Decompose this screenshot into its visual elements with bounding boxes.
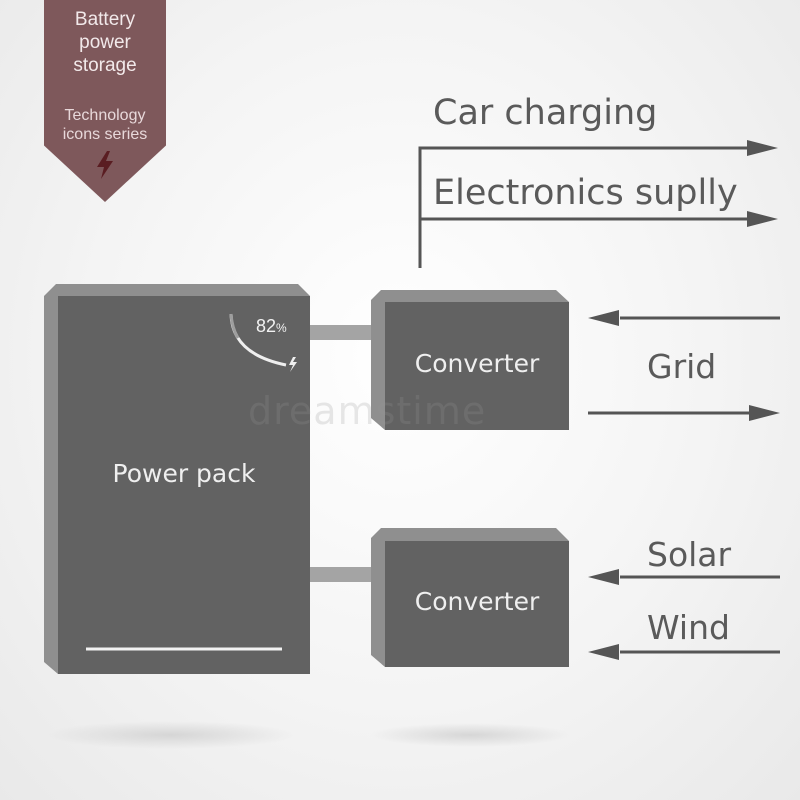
car-charging-label: Car charging [433, 93, 658, 133]
arrow-solar [588, 569, 619, 585]
grid-label: Grid [647, 347, 717, 386]
lightning-bolt-icon [97, 151, 113, 179]
arrow-wind [588, 644, 619, 660]
output-lines [418, 146, 750, 268]
converter-box-bottom [371, 528, 569, 667]
charge-percentage: 82% [256, 316, 287, 337]
badge-title: Battery power storage [73, 9, 137, 76]
charge-unit: % [276, 321, 287, 335]
arrow-car-charging [747, 140, 778, 156]
converter-bottom-label: Converter [414, 587, 540, 616]
connector-top [310, 325, 378, 340]
watermark: dreamstime [248, 389, 487, 433]
arrow-grid-out [749, 405, 780, 421]
converter-top-label: Converter [414, 349, 540, 378]
connector-bottom [310, 567, 378, 582]
power-pack-shadow [45, 721, 295, 749]
arrow-grid-in [588, 310, 619, 326]
converter-box-top [371, 290, 569, 430]
solar-label: Solar [647, 535, 732, 574]
converter-shadow [370, 723, 570, 747]
power-pack-label: Power pack [112, 459, 256, 488]
charge-bolt-icon [289, 357, 297, 372]
arrow-electronics [747, 211, 778, 227]
badge-subtitle: Technology icons series [62, 107, 148, 143]
charge-value: 82 [256, 316, 277, 336]
electronics-supply-label: Electronics suplly [433, 173, 738, 213]
power-pack-box [44, 284, 310, 674]
wind-label: Wind [647, 608, 730, 647]
